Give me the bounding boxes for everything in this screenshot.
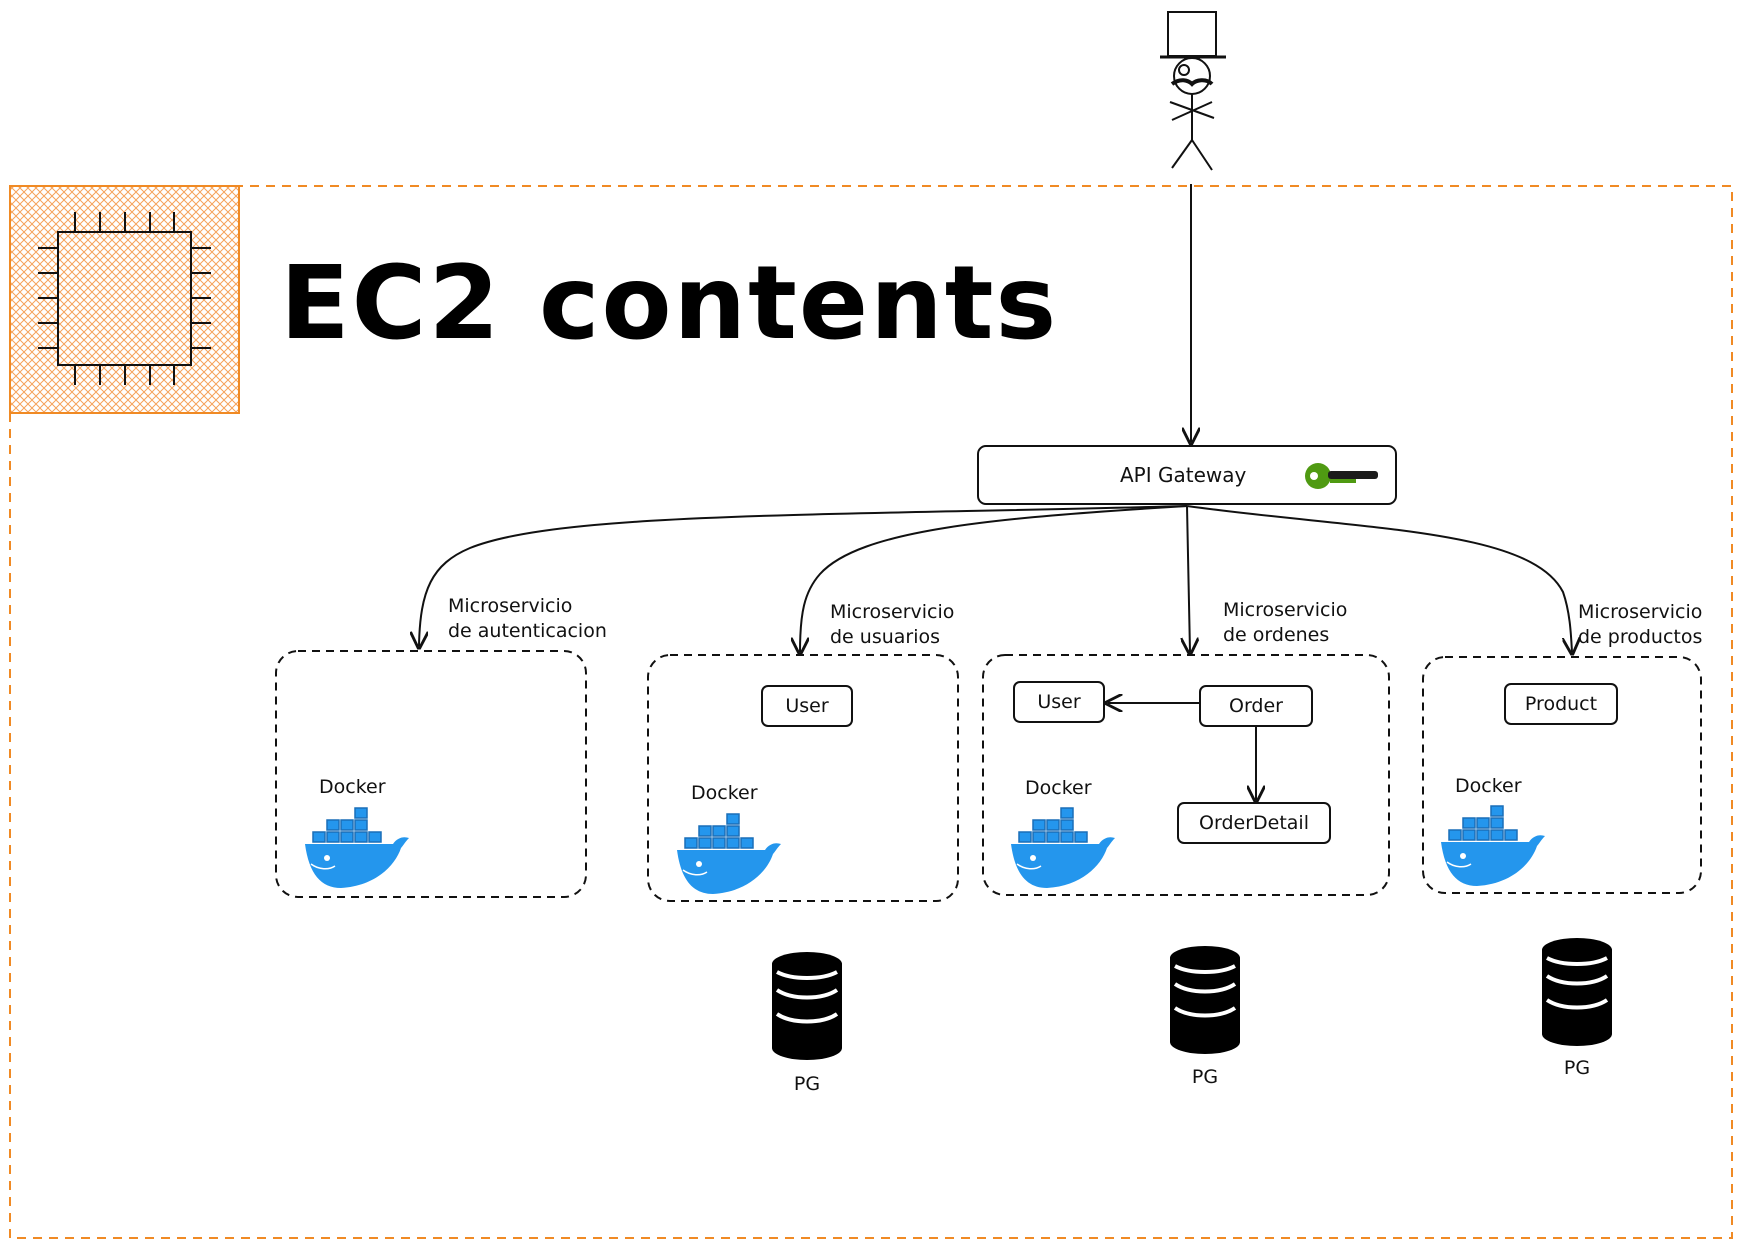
api-gateway-label: API Gateway [1120,463,1247,487]
arrow-to-users-service [800,505,1188,652]
service-container-orders[interactable] [982,654,1390,896]
db-label-orders: PG [1192,1066,1218,1088]
diagram-title: EC2 contents [280,244,1058,363]
entity-product[interactable]: Product [1504,683,1618,725]
docker-whale-icon [676,813,782,895]
svg-text:OrderDetail: OrderDetail [1199,812,1309,834]
gateway-connectors [419,505,1572,652]
db-label-products: PG [1564,1057,1590,1079]
service-label-orders: Microservicio de ordenes [1223,599,1347,646]
svg-text:de productos: de productos [1578,626,1702,648]
ec2-chip-icon [9,185,240,414]
docker-label-products: Docker [1455,775,1522,797]
arrow-to-orders-service [1187,505,1190,652]
svg-text:de usuarios: de usuarios [830,626,940,648]
docker-label-users: Docker [691,782,758,804]
entity-user-ordenes[interactable]: User [1013,681,1105,723]
docker-whale-icon [1010,807,1116,889]
database-icon [770,950,844,1062]
svg-text:Order: Order [1229,695,1283,717]
service-label-auth: Microservicio de autenticacion [448,595,607,642]
svg-text:de autenticacion: de autenticacion [448,620,607,642]
key-icon [1305,463,1378,489]
arrow-to-auth-service [419,505,1188,646]
database-icon [1540,936,1614,1048]
docker-whale-icon [1440,805,1546,887]
docker-label-orders: Docker [1025,777,1092,799]
service-container-products[interactable] [1422,656,1702,894]
svg-text:User: User [785,695,828,717]
arrow-to-products-service [1186,505,1572,652]
svg-text:Microservicio: Microservicio [1223,599,1347,621]
svg-text:de ordenes: de ordenes [1223,624,1329,646]
entity-user-usuarios[interactable]: User [761,685,853,727]
service-container-users[interactable] [647,654,959,902]
stick-figure-top-hat-icon [1160,11,1226,171]
svg-text:Microservicio: Microservicio [1578,601,1702,623]
svg-text:Microservicio: Microservicio [830,601,954,623]
svg-text:User: User [1037,691,1080,713]
docker-whale-icon [304,807,410,889]
svg-text:Microservicio: Microservicio [448,595,572,617]
db-label-users: PG [794,1073,820,1095]
entity-orderdetail[interactable]: OrderDetail [1177,802,1331,844]
service-label-products: Microservicio de productos [1578,601,1702,648]
database-icon [1168,944,1242,1056]
service-container-auth[interactable] [275,650,587,898]
service-label-users: Microservicio de usuarios [830,601,954,648]
ec2-region [9,185,1733,1239]
docker-label-auth: Docker [319,776,386,798]
svg-text:Product: Product [1525,693,1597,715]
entity-order[interactable]: Order [1199,685,1313,727]
api-gateway[interactable]: API Gateway [977,445,1397,505]
